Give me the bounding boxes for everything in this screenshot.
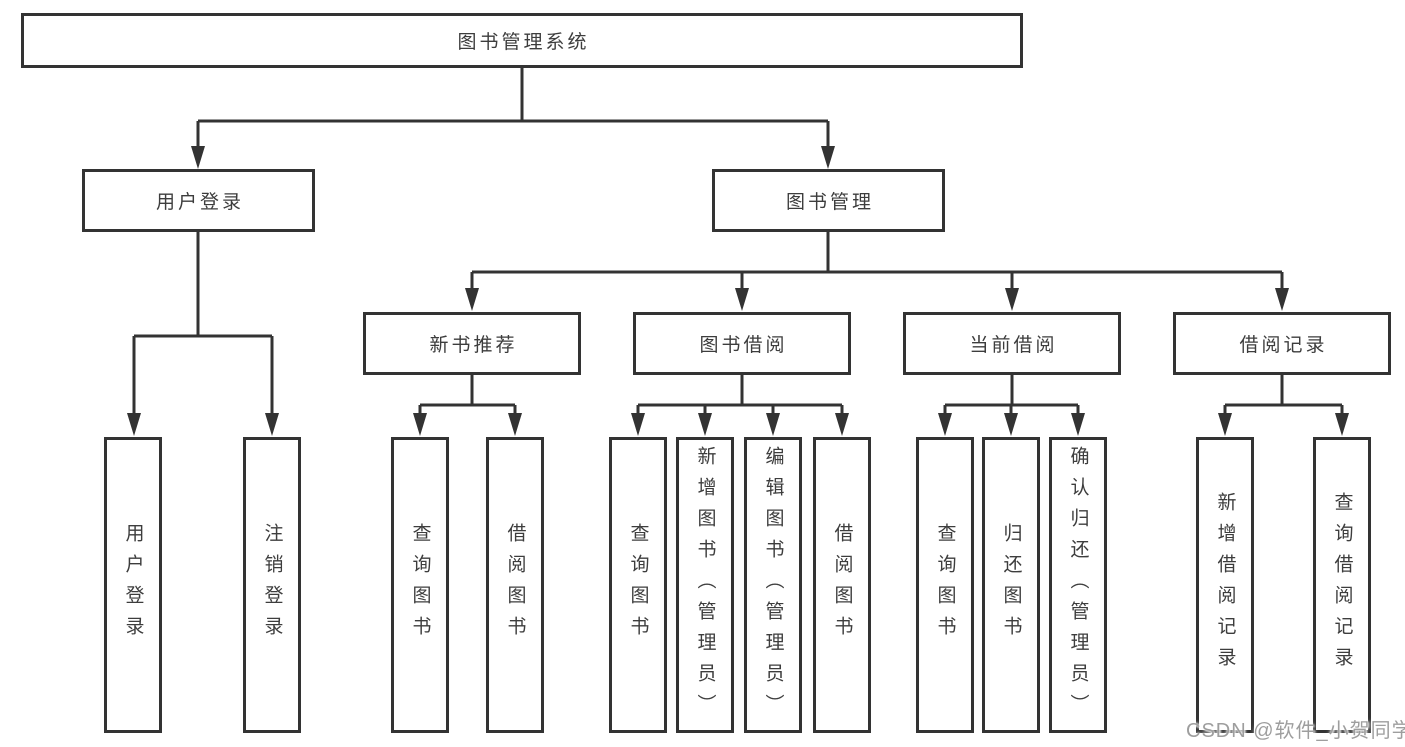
arrow-heads xyxy=(127,146,1349,436)
node-label: 图书借阅 xyxy=(699,335,788,356)
node-new-book-recommendation: 新书推荐 xyxy=(363,312,581,375)
node-label: 用户登录 xyxy=(155,192,244,213)
leaf-query-books-current: 查询图书 xyxy=(916,437,974,733)
node-label: 查询图书 xyxy=(934,523,956,647)
node-label: 用户登录 xyxy=(122,523,144,647)
node-label: 编辑图书（管理员） xyxy=(762,445,784,725)
leaf-return-books: 归还图书 xyxy=(982,437,1040,733)
node-label: 新书推荐 xyxy=(429,335,518,356)
node-user-login: 用户登录 xyxy=(82,169,315,232)
node-library-system: 图书管理系统 xyxy=(21,13,1023,68)
node-label: 图书管理 xyxy=(785,192,874,213)
node-label: 归还图书 xyxy=(1000,523,1022,647)
leaf-user-login: 用户登录 xyxy=(104,437,162,733)
leaf-query-borrow-record: 查询借阅记录 xyxy=(1313,437,1371,733)
node-label: 借阅图书 xyxy=(504,523,526,647)
leaf-query-books-recommend: 查询图书 xyxy=(391,437,449,733)
leaf-edit-books-admin: 编辑图书（管理员） xyxy=(744,437,802,733)
node-label: 确认归还（管理员） xyxy=(1067,445,1089,725)
node-current-borrowing: 当前借阅 xyxy=(903,312,1121,375)
leaf-borrow-books-recommend: 借阅图书 xyxy=(486,437,544,733)
csdn-watermark: CSDN @软件_小贺同学 xyxy=(1186,720,1405,742)
leaf-add-borrow-record: 新增借阅记录 xyxy=(1196,437,1254,733)
node-label: 借阅记录 xyxy=(1239,335,1328,356)
leaf-logout: 注销登录 xyxy=(243,437,301,733)
leaf-confirm-return-admin: 确认归还（管理员） xyxy=(1049,437,1107,733)
node-label: 新增图书（管理员） xyxy=(694,445,716,725)
node-label: 查询借阅记录 xyxy=(1331,492,1353,678)
connector-stems xyxy=(132,68,1344,418)
node-book-borrowing: 图书借阅 xyxy=(633,312,851,375)
leaf-add-books-admin: 新增图书（管理员） xyxy=(676,437,734,733)
node-label: 查询图书 xyxy=(409,523,431,647)
node-label: 查询图书 xyxy=(627,523,649,647)
node-label: 图书管理系统 xyxy=(457,32,590,53)
leaf-query-books-borrow: 查询图书 xyxy=(609,437,667,733)
node-label: 当前借阅 xyxy=(969,335,1058,356)
node-label: 新增借阅记录 xyxy=(1214,492,1236,678)
node-label: 注销登录 xyxy=(261,523,283,647)
node-book-management: 图书管理 xyxy=(712,169,945,232)
leaf-borrow-books: 借阅图书 xyxy=(813,437,871,733)
node-label: 借阅图书 xyxy=(831,523,853,647)
node-borrowing-records: 借阅记录 xyxy=(1173,312,1391,375)
